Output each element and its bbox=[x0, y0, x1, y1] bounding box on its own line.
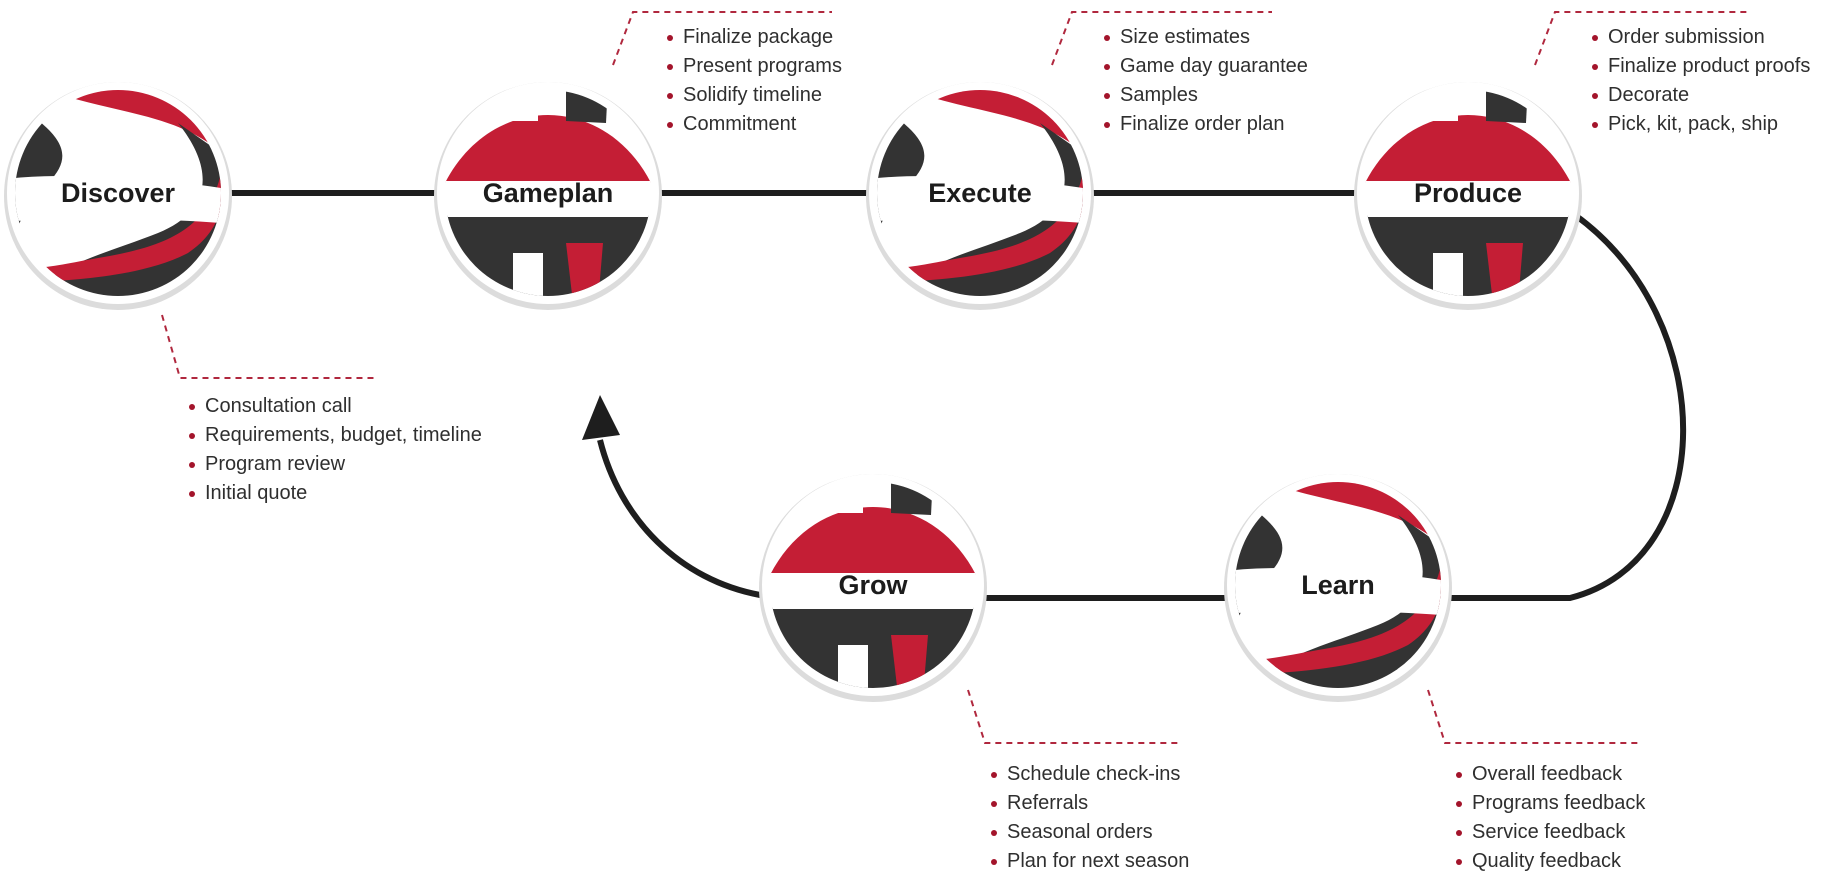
list-item: Finalize package bbox=[666, 23, 842, 52]
stage-label-learn: Learn bbox=[1301, 570, 1375, 600]
list-item: Order submission bbox=[1591, 23, 1810, 52]
stage-ball-produce: Produce bbox=[1354, 82, 1582, 310]
stage-label-produce: Produce bbox=[1414, 178, 1522, 208]
leader-discover bbox=[161, 314, 375, 379]
list-item: Samples bbox=[1103, 81, 1308, 110]
arrow-head-icon bbox=[582, 395, 620, 440]
list-item: Overall feedback bbox=[1455, 760, 1645, 789]
connector-produce-learn bbox=[1450, 212, 1687, 601]
list-item: Game day guarantee bbox=[1103, 52, 1308, 81]
list-item: Pick, kit, pack, ship bbox=[1591, 110, 1810, 139]
stage-ball-discover: Discover bbox=[4, 82, 232, 310]
list-item: Schedule check-ins bbox=[990, 760, 1189, 789]
list-item: Quality feedback bbox=[1455, 847, 1645, 876]
list-item: Present programs bbox=[666, 52, 842, 81]
list-item: Solidify timeline bbox=[666, 81, 842, 110]
list-item: Plan for next season bbox=[990, 847, 1189, 876]
stage-label-gameplan: Gameplan bbox=[483, 178, 614, 208]
connector-grow-arrow bbox=[597, 439, 761, 598]
list-item: Finalize product proofs bbox=[1591, 52, 1810, 81]
stage-label-discover: Discover bbox=[61, 178, 176, 208]
leader-grow bbox=[967, 689, 1180, 744]
leaders bbox=[161, 11, 1750, 744]
list-item: Size estimates bbox=[1103, 23, 1308, 52]
stage-label-grow: Grow bbox=[838, 570, 908, 600]
stage-ball-learn: Learn bbox=[1224, 474, 1452, 702]
list-item: Initial quote bbox=[188, 479, 482, 508]
stage-ball-grow: Grow bbox=[759, 474, 987, 702]
list-item: Consultation call bbox=[188, 392, 482, 421]
leader-gameplan bbox=[612, 11, 832, 66]
leader-produce bbox=[1534, 11, 1750, 66]
list-item: Programs feedback bbox=[1455, 789, 1645, 818]
list-item: Finalize order plan bbox=[1103, 110, 1308, 139]
list-item: Seasonal orders bbox=[990, 818, 1189, 847]
list-item: Referrals bbox=[990, 789, 1189, 818]
list-item: Commitment bbox=[666, 110, 842, 139]
leader-execute bbox=[1051, 11, 1272, 66]
list-item: Requirements, budget, timeline bbox=[188, 421, 482, 450]
list-item: Service feedback bbox=[1455, 818, 1645, 847]
stage-label-execute: Execute bbox=[928, 178, 1032, 208]
list-item: Program review bbox=[188, 450, 482, 479]
connectors bbox=[220, 190, 1687, 601]
stage-ball-execute: Execute bbox=[866, 82, 1094, 310]
stage-ball-gameplan: Gameplan bbox=[434, 82, 662, 310]
leader-learn bbox=[1427, 689, 1640, 744]
list-item: Decorate bbox=[1591, 81, 1810, 110]
